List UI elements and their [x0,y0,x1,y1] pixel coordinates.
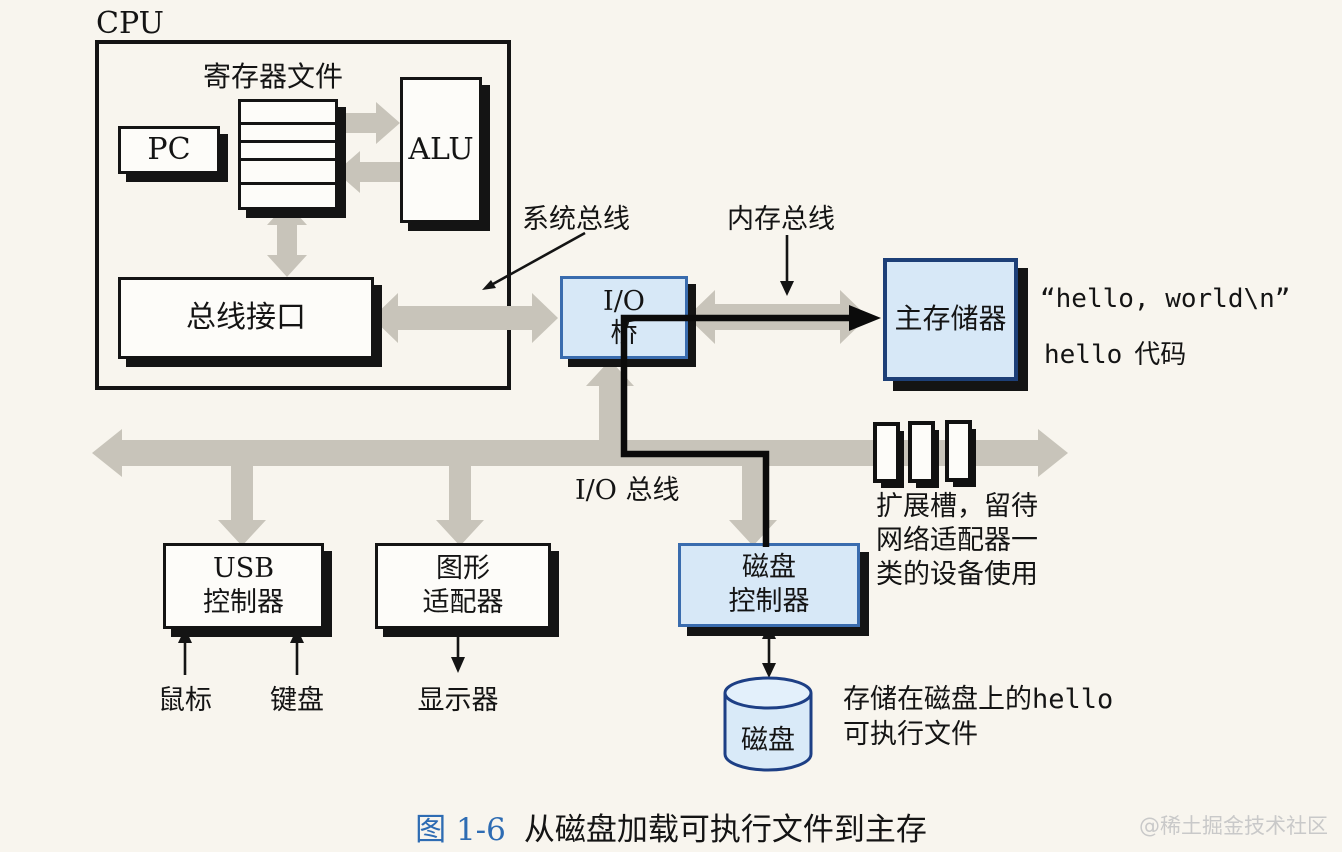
graphics-adapter-box: 图形 适配器 [375,543,551,629]
register-file-divider [241,122,335,125]
disk-note-code: hello [1032,684,1114,715]
figure-caption-tag: 图 1-6 [415,812,506,848]
display-arrow [451,627,465,673]
system-bus-pointer [482,231,586,290]
diskctrl-disk-arrow [762,624,776,678]
expansion-slots [873,420,976,488]
figure-caption: 图 1-6 从磁盘加载可执行文件到主存 [0,804,1342,849]
disk-controller-line1: 磁盘 [742,552,796,584]
usb-controller-box: USB 控制器 [163,543,324,629]
cpu-box [95,40,511,390]
disk-controller-line2: 控制器 [728,586,810,617]
io-bus-branch-usb [218,458,266,546]
usb-controller-line2: 控制器 [203,587,284,618]
disk-note-line2: 可执行文件 [843,719,978,751]
keyboard-label: 键盘 [270,685,324,716]
graphics-adapter-line2: 适配器 [422,587,504,618]
expansion-note-line2: 网络适配器一 [876,524,1038,556]
io-bus-branch-bridge-up [586,360,634,446]
register-file-label: 寄存器文件 [203,60,344,93]
hello-code-note-cjk: 代码 [1134,340,1187,370]
keyboard-arrow [290,628,304,675]
io-bridge-line1: I/O [603,286,645,318]
expansion-slot [873,422,900,483]
main-memory-box: 主存储器 [883,258,1018,381]
pc-label: PC [147,131,191,167]
main-memory-label: 主存储器 [894,302,1007,336]
disk-note-line1: 存储在磁盘上的hello [843,682,1153,717]
io-bus-branch-diskctrl [729,458,777,546]
alu-label: ALU [408,131,474,167]
register-file-divider [241,182,335,185]
register-file-divider [241,140,335,143]
memory-bus-label: 内存总线 [727,204,835,235]
display-label: 显示器 [417,685,499,716]
io-bridge-line2: 桥 [610,317,638,349]
alu-to-regfile-arrow [336,151,400,193]
hello-code-note-mono: hello [1044,340,1123,370]
expansion-slot [908,421,935,483]
io-bus-label: I/O 总线 [575,475,680,506]
expansion-note-line1: 扩展槽，留待 [876,491,1038,522]
system-bus-arrow [372,293,558,343]
graphics-adapter-line1: 图形 [436,553,490,585]
system-bus-label: 系统总线 [522,204,630,235]
disk-controller-box: 磁盘 控制器 [678,543,860,627]
register-file-divider [241,158,335,161]
register-file-box [238,99,338,210]
expansion-note-line3: 类的设备使用 [876,558,1038,590]
disk-note-prefix: 存储在磁盘上的 [843,684,1032,715]
watermark: @稀土掘金技术社区 [1139,814,1328,838]
usb-controller-line1: USB [212,553,275,585]
hello-code-note: hello 代码 [1044,334,1186,371]
memory-bus-pointer [780,235,794,296]
figure-caption-text: 从磁盘加载可执行文件到主存 [523,812,927,848]
expansion-note: 扩展槽，留待 网络适配器一 类的设备使用 [876,490,1086,591]
io-bridge-box: I/O 桥 [560,276,688,359]
expansion-slot [945,420,972,482]
hello-string-note: “hello, world\n” [1040,284,1291,314]
disk-cylinder-shape [723,676,813,772]
bus-interface-label: 总线接口 [186,299,306,335]
alu-box: ALU [400,77,482,223]
bus-interface-box: 总线接口 [118,277,374,359]
disk-note: 存储在磁盘上的hello 可执行文件 [843,682,1153,752]
disk-label: 磁盘 [741,725,795,756]
mouse-label: 鼠标 [158,685,212,716]
disk-cylinder: 磁盘 [718,674,818,776]
mouse-arrow [178,628,192,675]
pc-box: PC [118,126,220,174]
cpu-title: CPU [96,6,164,41]
io-bus-branch-graphics [436,458,484,546]
memory-bus-arrow [687,290,868,344]
regfile-businterface-arrow [267,203,307,277]
regfile-to-alu-arrow [336,102,400,144]
